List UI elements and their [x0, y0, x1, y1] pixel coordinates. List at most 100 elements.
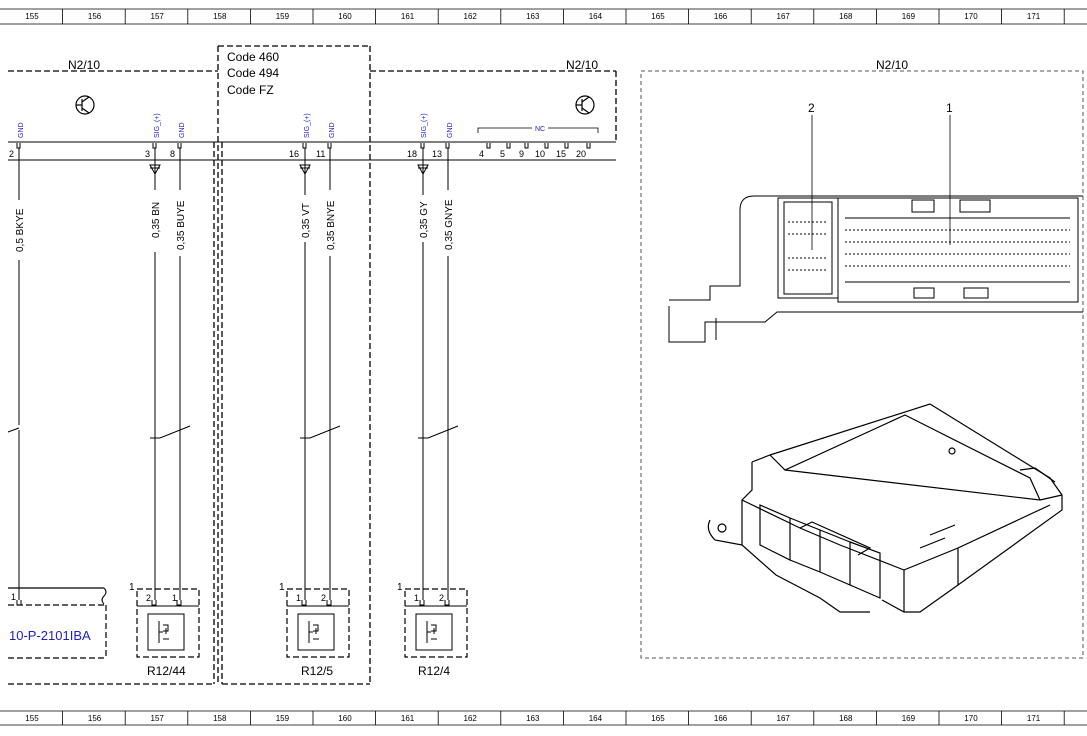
ruler-label: 167 — [777, 714, 791, 723]
ruler-label: 163 — [526, 12, 540, 21]
ruler-label: 158 — [213, 12, 227, 21]
ruler-label: 169 — [902, 714, 916, 723]
pin-signal-label: GND — [179, 122, 186, 138]
ruler-label: 160 — [338, 12, 352, 21]
pin-number: 2 — [439, 593, 444, 603]
sensor-icon — [426, 621, 437, 643]
signal-arrow-icon — [149, 164, 429, 176]
sensor-icon — [158, 621, 169, 643]
nc-pin: 9 — [519, 149, 524, 159]
pin-number: 2 — [9, 149, 14, 159]
code-line-3: Code FZ — [227, 83, 274, 97]
code-line-2: Code 494 — [227, 66, 279, 80]
component-ref: 1 — [397, 582, 403, 593]
ruler-label: 170 — [964, 12, 978, 21]
nc-pin: 5 — [500, 149, 505, 159]
pin-signal-label: GND — [18, 122, 25, 138]
wire-label: 0,5 BKYE — [15, 208, 26, 252]
ruler-label: 165 — [651, 714, 665, 723]
ruler-label: 156 — [88, 12, 102, 21]
module-label-photo: N2/10 — [876, 58, 908, 72]
top-ruler: 155 156 157 158 159 160 161 162 163 164 165 166 167 1… — [0, 8, 1087, 25]
connector-face-drawing — [668, 195, 1083, 343]
wire-label: 0,35 GNYE — [444, 199, 455, 250]
ruler-label: 169 — [902, 12, 916, 21]
callout-number: 1 — [946, 101, 953, 115]
pin-number: 13 — [432, 149, 442, 159]
ruler-label: 162 — [464, 714, 478, 723]
pin-number: 1 — [296, 593, 301, 603]
pin-signal-label: SIG_(+) — [421, 113, 428, 138]
transistor-icon — [575, 95, 595, 115]
module-label-right: N2/10 — [566, 58, 598, 72]
pin-number: 16 — [289, 149, 299, 159]
ruler-label: 165 — [651, 12, 665, 21]
ruler-label: 161 — [401, 12, 415, 21]
pin-number: 1 — [172, 593, 177, 603]
wire-label: 0,35 BUYE — [176, 200, 187, 250]
pin-marks — [16, 143, 591, 149]
ruler-label: 164 — [589, 714, 603, 723]
pin-signal-label: SIG_(+) — [304, 113, 311, 138]
pin-signal-label: GND — [447, 122, 454, 138]
sensor-r12-4 — [404, 588, 468, 658]
connector-bar — [8, 141, 616, 161]
module-label-left: N2/10 — [68, 58, 100, 72]
ecu-module-drawing — [707, 403, 1063, 613]
ref-component-left — [8, 587, 107, 659]
module-frame — [8, 45, 617, 685]
wires — [18, 148, 449, 600]
ruler-label: 166 — [714, 12, 728, 21]
ruler-label: 163 — [526, 714, 540, 723]
nc-bracket — [477, 127, 599, 133]
pin-number: 1 — [11, 592, 16, 602]
ruler-label: 168 — [839, 714, 853, 723]
ruler-label: 167 — [777, 12, 791, 21]
component-ref: 1 — [129, 582, 135, 593]
code-line-1: Code 460 — [227, 50, 279, 64]
ruler-label: 155 — [25, 12, 39, 21]
component-label: R12/44 — [147, 664, 186, 678]
nc-label: NC — [535, 126, 545, 133]
illustration-frame — [640, 70, 1084, 659]
ruler-label: 159 — [276, 12, 290, 21]
ruler-label: 170 — [964, 714, 978, 723]
sensor-icon — [308, 621, 319, 643]
pin-number: 11 — [316, 149, 325, 159]
pin-signal-label: SIG_(+) — [154, 113, 161, 138]
ruler-label: 155 — [25, 714, 39, 723]
ruler-label: 166 — [714, 714, 728, 723]
wire-label: 0,35 BN — [151, 202, 162, 238]
ruler-label: 159 — [276, 714, 290, 723]
ruler-label: 161 — [401, 714, 415, 723]
twisted-pair-marks — [7, 425, 459, 439]
ruler-label: 171 — [1027, 714, 1041, 723]
sensor-r12-44 — [136, 588, 200, 658]
component-label: R12/4 — [418, 664, 450, 678]
component-label: R12/5 — [301, 664, 333, 678]
nc-pin: 20 — [576, 149, 586, 159]
ruler-label: 168 — [839, 12, 853, 21]
ruler-label: 156 — [88, 714, 102, 723]
ruler-label: 157 — [151, 714, 165, 723]
callout-number: 2 — [808, 101, 815, 115]
pin-number: 3 — [145, 149, 150, 159]
wire-label: 0,35 VT — [301, 203, 312, 238]
ruler-label: 160 — [338, 714, 352, 723]
pin-signal-label: GND — [329, 122, 336, 138]
ruler-label: 164 — [589, 12, 603, 21]
pin-number: 2 — [146, 593, 151, 603]
bottom-ruler: 155 156 157 158 159 160 161 162 163 164 165 166 167 1… — [0, 710, 1087, 726]
ruler-label: 157 — [151, 12, 165, 21]
transistor-icon — [75, 95, 95, 115]
nc-pin: 10 — [535, 149, 545, 159]
wire-label: 0,35 GY — [419, 201, 430, 238]
component-link[interactable]: 10-P-2101IBA — [9, 628, 91, 643]
pin-number: 1 — [414, 593, 419, 603]
ruler-label: 158 — [213, 714, 227, 723]
ruler-label: 162 — [464, 12, 478, 21]
pin-number: 18 — [407, 149, 417, 159]
nc-pin: 15 — [556, 149, 566, 159]
pin-number: 8 — [170, 149, 175, 159]
